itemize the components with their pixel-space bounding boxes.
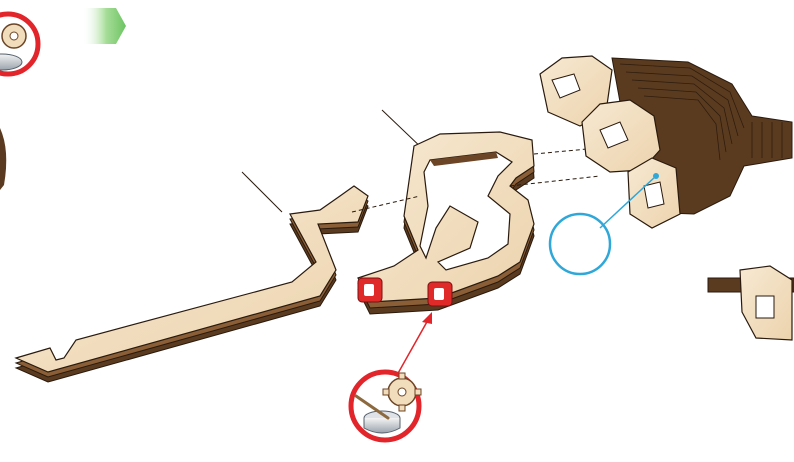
pointer-line-left xyxy=(242,172,282,212)
gear-icon xyxy=(2,24,26,48)
glue-slot-left xyxy=(358,278,382,302)
long-l-part xyxy=(16,186,368,382)
glue-slot-right xyxy=(428,282,452,306)
middle-frame-part xyxy=(358,132,534,314)
glue-pot-callout xyxy=(351,372,421,440)
detail-circle-icon xyxy=(550,173,659,274)
partial-part-left xyxy=(0,128,6,190)
stacked-block-assembly xyxy=(540,56,792,228)
glue-pot-callout-top xyxy=(0,14,38,74)
partial-assembly-right xyxy=(708,266,794,340)
step-arrow-icon xyxy=(82,8,126,44)
